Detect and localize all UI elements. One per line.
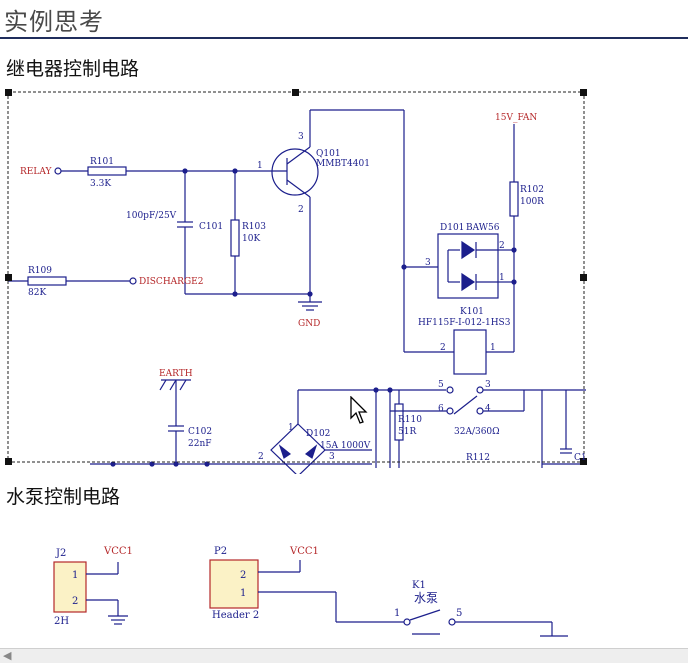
c102-value: 22nF	[188, 439, 212, 449]
j2-connector	[53, 561, 87, 613]
d101-part: BAW56	[466, 223, 500, 233]
relay-control-schematic[interactable]: RELAY R101 3.3K Q101 MMBT4401 1 3 2 100p…	[0, 84, 688, 474]
discharge-net-label: DISCHARGE2	[139, 277, 203, 287]
d101-pin-1: 1	[499, 273, 505, 283]
gnd-label: GND	[298, 319, 320, 329]
selection-handle[interactable]	[5, 458, 12, 465]
q101-pin-1: 1	[257, 161, 263, 171]
mouse-pointer-icon	[350, 396, 368, 424]
r102-ref: R102	[520, 185, 544, 195]
contact-rating: 32A/360Ω	[454, 427, 500, 437]
p2-connector	[209, 559, 259, 609]
p2-vcc-label: VCC1	[289, 546, 319, 557]
r101-value: 3.3K	[90, 179, 111, 189]
contact-pin-3: 3	[485, 380, 491, 390]
r112-ref: R112	[466, 453, 490, 463]
horizontal-scrollbar[interactable]: ◀	[0, 648, 688, 663]
r109-ref: R109	[28, 266, 52, 276]
title-divider	[0, 37, 688, 39]
c101-ref: C101	[199, 222, 223, 232]
p2-type: Header 2	[212, 610, 259, 621]
contact-pin-4: 4	[485, 404, 491, 414]
scroll-left-icon[interactable]: ◀	[3, 649, 12, 662]
selection-handle[interactable]	[5, 89, 12, 96]
j2-ref: J2	[55, 548, 66, 559]
k1-pin-5: 5	[456, 608, 462, 619]
selection-handle[interactable]	[5, 274, 12, 281]
k101-ref: K101	[460, 307, 484, 317]
r103-value: 10K	[242, 234, 260, 244]
j2-pin-1: 1	[72, 570, 78, 581]
c101-rating: 100pF/25V	[126, 211, 177, 221]
k101-relay-coil	[453, 329, 487, 375]
c102-ref: C102	[188, 427, 212, 437]
d102-pin-3: 3	[329, 452, 335, 462]
d102-rating: 15A 1000V	[320, 441, 371, 451]
r103-resistor	[230, 219, 240, 257]
r109-resistor	[27, 276, 67, 286]
k101-pin-2: 2	[440, 343, 446, 353]
q101-ref: Q101	[316, 149, 341, 159]
d102-bridge	[270, 423, 326, 474]
p2-pin-1: 1	[240, 588, 246, 599]
k1-ref: K1	[412, 580, 426, 591]
d101-pin-3: 3	[425, 258, 431, 268]
p2-ref: P2	[214, 546, 227, 557]
d102-pin-2: 2	[258, 452, 264, 462]
k101-part: HF115F-I-012-1HS3	[418, 318, 511, 328]
q101-pin-2: 2	[298, 205, 304, 215]
c1-ref: C1	[574, 453, 587, 463]
k1-pin-1: 1	[394, 608, 400, 619]
selection-handle[interactable]	[580, 274, 587, 281]
r103-ref: R103	[242, 222, 266, 232]
contact-pin-6: 6	[438, 404, 444, 414]
r109-value: 82K	[28, 288, 46, 298]
selection-handle[interactable]	[292, 89, 299, 96]
q101-part: MMBT4401	[316, 159, 370, 169]
relay-net-label: RELAY	[20, 167, 52, 177]
relay-section-heading: 继电器控制电路	[6, 58, 140, 80]
relay-port-circle	[54, 167, 62, 175]
selection-handle[interactable]	[580, 89, 587, 96]
r102-resistor	[509, 181, 519, 217]
d102-ref: D102	[306, 429, 330, 439]
r101-ref: R101	[90, 157, 114, 167]
r110-ref: R110	[398, 415, 422, 425]
r102-value: 100R	[520, 197, 544, 207]
selection-handle[interactable]	[580, 458, 587, 465]
k1-name: 水泵	[414, 591, 438, 605]
j2-pin-2: 2	[72, 596, 78, 607]
contact-pin-5: 5	[438, 380, 444, 390]
pump-section-heading: 水泵控制电路	[6, 486, 121, 508]
d102-pin-1: 1	[288, 423, 294, 433]
earth-label: EARTH	[159, 369, 193, 379]
d101-pin-2: 2	[499, 241, 505, 251]
k101-pin-1: 1	[490, 343, 496, 353]
fan-net-label: 15V_FAN	[495, 113, 537, 123]
r101-resistor	[87, 166, 127, 176]
d101-diode-pair	[437, 233, 499, 299]
j2-vcc-label: VCC1	[103, 546, 133, 557]
slide-title: 实例思考	[4, 8, 104, 36]
j2-type: 2H	[54, 616, 69, 627]
d101-ref: D101	[440, 223, 464, 233]
r110-value: 51R	[398, 427, 416, 437]
p2-pin-2: 2	[240, 570, 246, 581]
pump-control-schematic[interactable]: J2 2H 1 2 VCC1 P2 Header 2 2 1 VCC1 K1 水…	[0, 530, 688, 648]
q101-pin-3: 3	[298, 132, 304, 142]
q101-transistor	[271, 148, 319, 196]
